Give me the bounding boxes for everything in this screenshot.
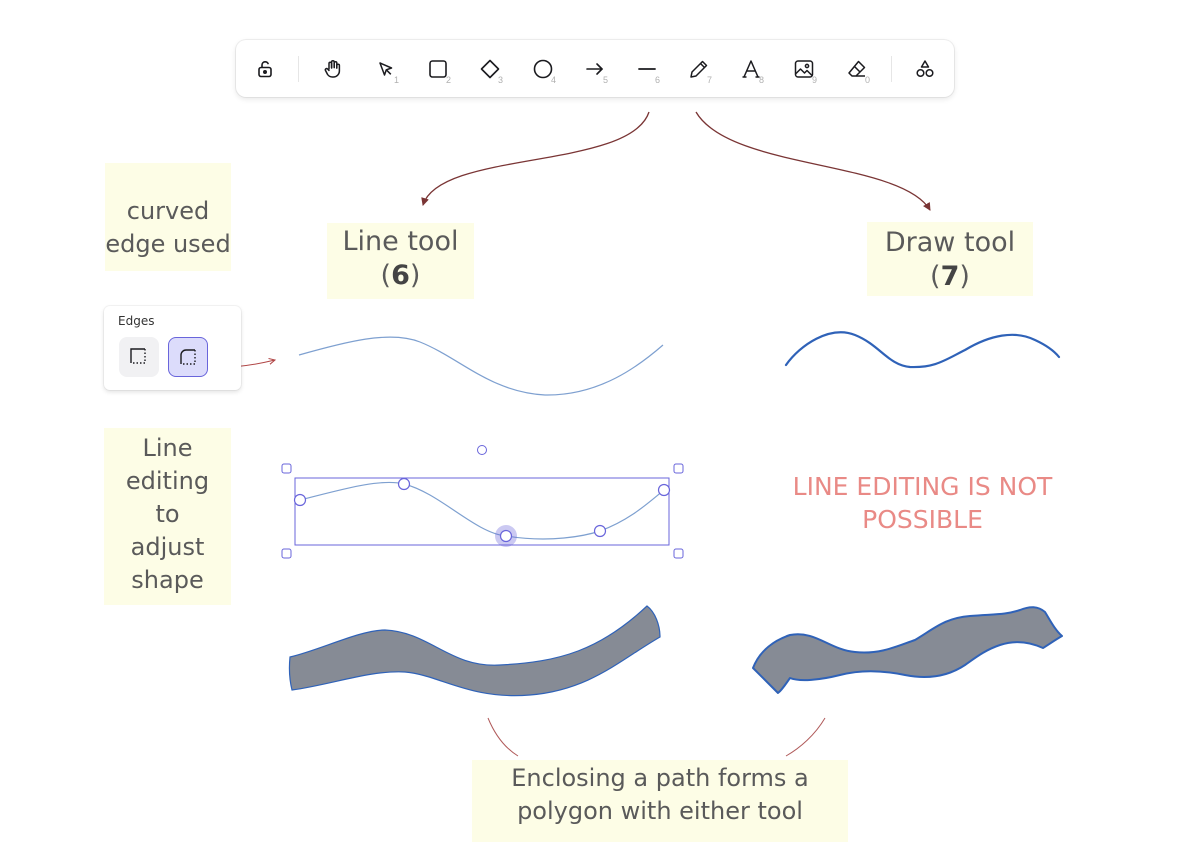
line-editing-warning: LINE EDITING IS NOT POSSIBLE bbox=[792, 472, 1053, 534]
diamond-tool-button[interactable]: 3 bbox=[473, 52, 507, 86]
draw-tool-key: 7 bbox=[940, 261, 960, 292]
hand-icon bbox=[324, 60, 341, 78]
ellipse-icon bbox=[533, 59, 553, 79]
diamond-icon bbox=[480, 59, 500, 79]
line-tool-shortcut: (6) bbox=[380, 260, 421, 291]
round-edge-icon bbox=[180, 349, 196, 365]
enclosing-note-text: Enclosing a path forms a polygon with ei… bbox=[511, 764, 809, 825]
line-point[interactable] bbox=[397, 477, 411, 491]
line-editing-note: Line editing to adjust shape bbox=[104, 428, 231, 605]
arrow-to-draw-tool bbox=[695, 111, 931, 211]
shortcut-key: 2 bbox=[446, 75, 452, 85]
shortcut-key: 4 bbox=[551, 75, 557, 85]
eraser-icon bbox=[848, 60, 866, 77]
draw-tool-shortcut: (7) bbox=[930, 261, 970, 292]
draw-tool-note: Draw tool (7) bbox=[867, 222, 1033, 296]
sharp-edge-button[interactable] bbox=[119, 337, 159, 377]
text-icon bbox=[742, 60, 760, 78]
arrow-to-line-tool bbox=[421, 111, 650, 206]
ellipse-tool-button[interactable]: 4 bbox=[526, 52, 560, 86]
main-toolbar: 1 2 3 4 5 6 7 bbox=[236, 40, 954, 97]
edges-panel: Edges bbox=[104, 306, 241, 390]
shortcut-key: 0 bbox=[865, 75, 871, 85]
rectangle-icon bbox=[429, 60, 447, 78]
line-tool-note: Line tool (6) bbox=[327, 223, 474, 299]
edited-curve bbox=[299, 481, 665, 540]
selection-icon bbox=[379, 62, 393, 76]
line-point-active[interactable] bbox=[499, 529, 513, 543]
round-edge-button[interactable] bbox=[168, 337, 208, 377]
line-point[interactable] bbox=[593, 524, 607, 538]
shortcut-key: 8 bbox=[759, 75, 765, 85]
line-tool-polygon bbox=[288, 605, 661, 697]
line-tool-button[interactable]: 6 bbox=[630, 52, 664, 86]
resize-handle-bottom-left[interactable] bbox=[281, 548, 292, 559]
curved-edge-note-text: curved edge used bbox=[105, 197, 231, 258]
shortcut-key: 7 bbox=[707, 75, 713, 85]
line-editing-note-text: Line editing to adjust shape bbox=[125, 434, 210, 594]
edges-title: Edges bbox=[118, 314, 155, 328]
enclosing-note: Enclosing a path forms a polygon with ei… bbox=[472, 760, 848, 842]
connector-right bbox=[785, 717, 826, 757]
text-tool-button[interactable]: 8 bbox=[734, 52, 768, 86]
connector-left bbox=[487, 717, 519, 757]
lock-tool-button[interactable] bbox=[248, 52, 282, 86]
draw-tool-polygon bbox=[752, 606, 1063, 694]
resize-handle-bottom-right[interactable] bbox=[673, 548, 684, 559]
line-tool-label: Line tool bbox=[342, 226, 459, 257]
rectangle-tool-button[interactable]: 2 bbox=[421, 52, 455, 86]
draw-tool-button[interactable]: 7 bbox=[682, 52, 716, 86]
lock-icon bbox=[258, 61, 272, 78]
selection-tool-button[interactable]: 1 bbox=[369, 52, 403, 86]
toolbar-divider bbox=[891, 56, 892, 82]
shapes-library-icon bbox=[916, 60, 934, 78]
hand-tool-button[interactable] bbox=[316, 52, 350, 86]
toolbar-divider bbox=[298, 56, 299, 82]
curved-edge-note: curved edge used bbox=[105, 163, 231, 271]
shortcut-key: 6 bbox=[655, 75, 661, 85]
line-icon bbox=[638, 68, 656, 70]
selection-box[interactable] bbox=[294, 477, 670, 546]
arrow-icon bbox=[586, 63, 603, 75]
image-icon bbox=[794, 60, 814, 78]
shortcut-key: 9 bbox=[812, 75, 818, 85]
line-point[interactable] bbox=[657, 483, 671, 497]
shortcut-key: 3 bbox=[498, 75, 504, 85]
shortcut-key: 1 bbox=[394, 75, 400, 85]
draw-tool-curve bbox=[784, 331, 1061, 369]
arrow-tool-button[interactable]: 5 bbox=[578, 52, 612, 86]
rotation-handle[interactable] bbox=[477, 445, 487, 455]
line-tool-key: 6 bbox=[391, 260, 410, 291]
pencil-icon bbox=[690, 60, 708, 78]
eraser-tool-button[interactable]: 0 bbox=[840, 52, 874, 86]
library-button[interactable] bbox=[908, 52, 942, 86]
sharp-edge-icon bbox=[130, 348, 146, 364]
shortcut-key: 5 bbox=[603, 75, 609, 85]
image-tool-button[interactable]: 9 bbox=[787, 52, 821, 86]
draw-tool-label: Draw tool bbox=[884, 227, 1016, 258]
resize-handle-top-left[interactable] bbox=[281, 463, 292, 474]
resize-handle-top-right[interactable] bbox=[673, 463, 684, 474]
line-point[interactable] bbox=[293, 493, 307, 507]
line-tool-curve bbox=[298, 336, 664, 396]
